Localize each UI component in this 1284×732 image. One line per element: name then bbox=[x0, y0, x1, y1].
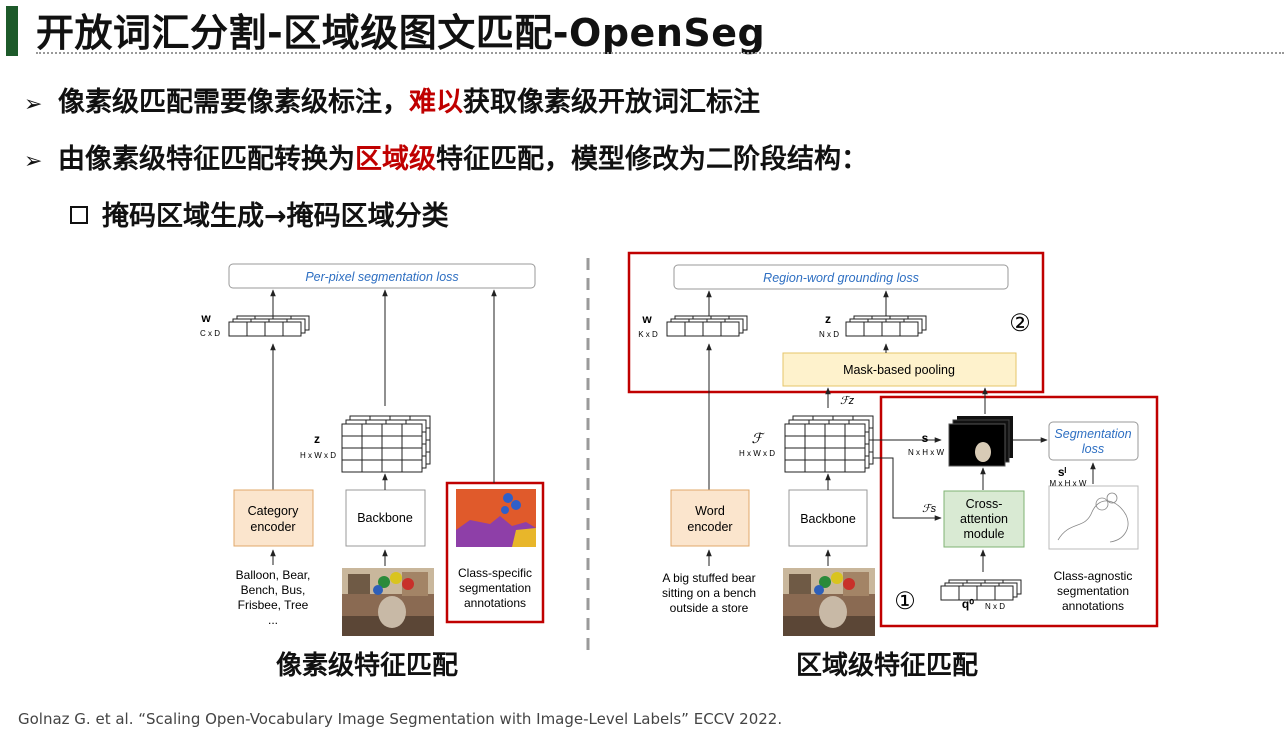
bullet-2: ➢ 由像素级特征匹配转换为区域级特征匹配，模型修改为二阶段结构： bbox=[24, 137, 868, 176]
seg-loss-line2: loss bbox=[1082, 442, 1104, 456]
right-f-dims: H x W x D bbox=[739, 449, 775, 458]
citation-footnote: Golnaz G. et al. “Scaling Open-Vocabular… bbox=[18, 710, 783, 728]
right-arrow-f-cross bbox=[873, 457, 942, 521]
query-symbol: q⁰ bbox=[962, 597, 974, 611]
left-category-encoder-line2: encoder bbox=[250, 520, 295, 534]
right-s-symbol: s bbox=[922, 431, 929, 445]
sub-bullet-1: 掩码区域生成→掩码区域分类 bbox=[70, 194, 449, 233]
right-sl-dims: M x H x W bbox=[1050, 479, 1087, 488]
class-agnostic-mask bbox=[1048, 485, 1139, 550]
circle-2-marker: ② bbox=[1009, 310, 1031, 337]
cross-attention-line3: module bbox=[964, 527, 1005, 541]
title-accent-bar bbox=[6, 6, 18, 56]
bullet-2-text-b: 特征匹配，模型修改为二阶段结构： bbox=[436, 144, 868, 175]
predicted-masks bbox=[948, 416, 1013, 467]
mask-pooling-box bbox=[782, 352, 1017, 387]
word-encoder-box bbox=[670, 489, 750, 547]
right-diagram-label: 区域级特征匹配 bbox=[796, 651, 979, 681]
left-segmentation-mask bbox=[456, 489, 536, 547]
right-backbone-box bbox=[788, 489, 868, 547]
left-z-feature-map bbox=[342, 416, 430, 472]
right-w-dims: K x D bbox=[638, 330, 658, 339]
bullet-2-highlight: 区域级 bbox=[355, 144, 436, 175]
left-diagram: Per-pixel segmentation loss w C x D z H … bbox=[200, 263, 545, 636]
mask-pooling-label: Mask-based pooling bbox=[843, 363, 955, 377]
circle-1-marker: ① bbox=[894, 588, 916, 615]
bullet-1-highlight: 难以 bbox=[409, 87, 463, 118]
bullet-1: ➢ 像素级匹配需要像素级标注，难以获取像素级开放词汇标注 bbox=[24, 80, 760, 119]
right-backbone-label: Backbone bbox=[800, 512, 856, 526]
right-stage2-highlight bbox=[627, 251, 1045, 394]
agnostic-caption-line3: annotations bbox=[1062, 599, 1124, 613]
left-loss-label: Per-pixel segmentation loss bbox=[305, 270, 458, 284]
left-annotation-caption-line2: segmentation bbox=[459, 581, 531, 595]
right-fz-label: ℱz bbox=[840, 395, 855, 407]
left-loss-box bbox=[228, 263, 536, 289]
left-category-list-line3: Frisbee, Tree bbox=[238, 598, 309, 612]
arrow-bullet-icon: ➢ bbox=[24, 92, 43, 117]
cross-attention-line1: Cross- bbox=[966, 497, 1003, 511]
right-f-symbol: ℱ bbox=[751, 430, 765, 446]
right-sl-symbol: sˡ bbox=[1058, 465, 1067, 479]
left-w-symbol: w bbox=[200, 311, 211, 325]
left-input-image bbox=[342, 568, 434, 636]
left-backbone-label: Backbone bbox=[357, 511, 413, 525]
left-annotation-caption-line3: annotations bbox=[464, 596, 526, 610]
right-fs-label: ℱs bbox=[922, 503, 937, 515]
right-w-symbol: w bbox=[641, 312, 652, 326]
caption-line1: A big stuffed bear bbox=[662, 571, 755, 585]
right-stage1-highlight bbox=[879, 395, 1159, 628]
right-s-dims: N x H x W bbox=[908, 448, 944, 457]
right-z-dims: N x D bbox=[819, 330, 839, 339]
bullet-1-text-a: 像素级匹配需要像素级标注， bbox=[58, 87, 409, 118]
right-loss-label: Region-word grounding loss bbox=[763, 271, 919, 285]
right-z-vector bbox=[846, 316, 926, 336]
left-category-list-line1: Balloon, Bear, bbox=[236, 568, 311, 582]
right-diagram: Region-word grounding loss w K x D z N x… bbox=[627, 251, 1159, 636]
slide-title: 开放词汇分割-区域级图文匹配-OpenSeg bbox=[36, 11, 766, 55]
left-w-vector bbox=[229, 316, 309, 336]
agnostic-caption-line1: Class-agnostic bbox=[1054, 569, 1133, 583]
left-z-symbol: z bbox=[314, 432, 320, 446]
right-z-symbol: z bbox=[825, 312, 831, 326]
right-loss-box bbox=[673, 264, 1009, 290]
agnostic-caption-line2: segmentation bbox=[1057, 584, 1129, 598]
caption-line3: outside a store bbox=[670, 601, 749, 615]
left-backbone-box bbox=[345, 489, 426, 547]
arrow-bullet-icon: ➢ bbox=[24, 149, 43, 174]
left-annotation-caption-line1: Class-specific bbox=[458, 566, 532, 580]
square-bullet-icon bbox=[70, 206, 88, 224]
word-encoder-line1: Word bbox=[695, 504, 725, 518]
left-w-dims: C x D bbox=[200, 329, 220, 338]
left-category-encoder-line1: Category bbox=[248, 504, 299, 518]
left-diagram-label: 像素级特征匹配 bbox=[276, 651, 459, 681]
word-encoder-line2: encoder bbox=[687, 520, 732, 534]
seg-loss-box bbox=[1048, 421, 1139, 461]
query-dims: N x D bbox=[985, 602, 1005, 611]
left-category-list-line2: Bench, Bus, bbox=[241, 583, 306, 597]
left-annotation-highlight bbox=[445, 481, 545, 624]
left-z-dims: H x W x D bbox=[300, 451, 336, 460]
cross-attention-line2: attention bbox=[960, 512, 1008, 526]
right-f-feature-map bbox=[785, 416, 873, 472]
left-category-list-line4: ... bbox=[268, 613, 278, 627]
right-input-image bbox=[783, 568, 875, 636]
caption-line2: sitting on a bench bbox=[662, 586, 756, 600]
seg-loss-line1: Segmentation bbox=[1054, 427, 1131, 441]
right-w-vector bbox=[667, 316, 747, 336]
query-vector bbox=[941, 580, 1021, 600]
cross-attention-box bbox=[943, 490, 1025, 548]
left-category-encoder-box bbox=[233, 489, 314, 547]
title-divider bbox=[36, 52, 1284, 54]
bullet-1-text-b: 获取像素级开放词汇标注 bbox=[463, 87, 760, 118]
sub-bullet-1-text: 掩码区域生成→掩码区域分类 bbox=[102, 201, 449, 232]
bullet-2-text-a: 由像素级特征匹配转换为 bbox=[58, 144, 355, 175]
